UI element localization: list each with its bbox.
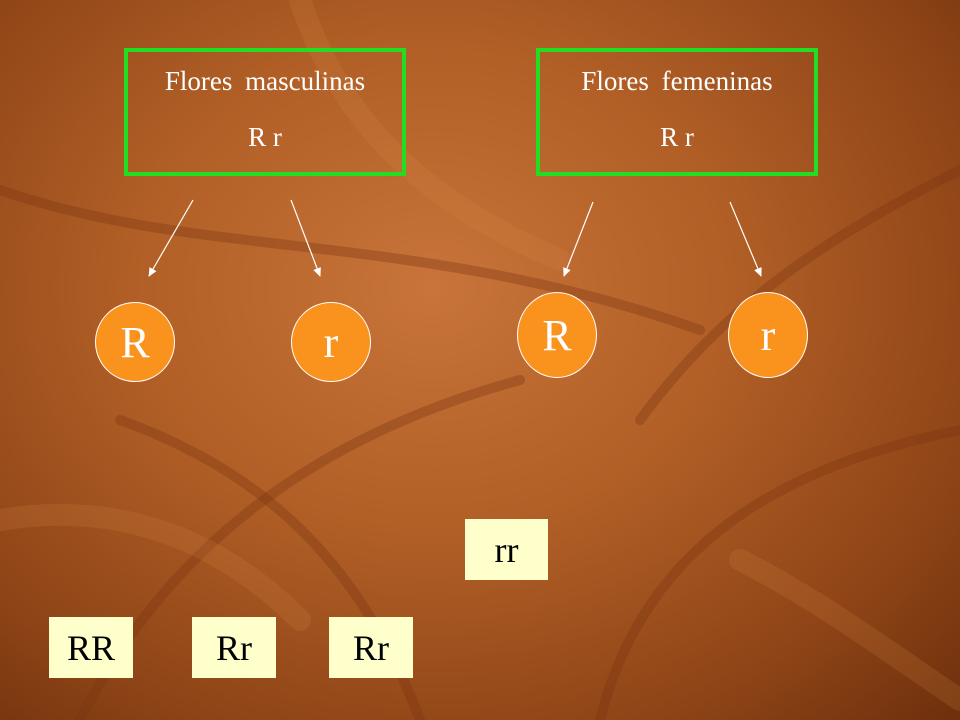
arrow-male-to-r xyxy=(290,199,321,277)
female-flowers-title: Flores femeninas xyxy=(581,66,773,96)
male-gamete-R: R xyxy=(95,302,175,382)
male-flowers-title: Flores masculinas xyxy=(164,66,366,96)
offspring-rr: rr xyxy=(465,519,548,580)
female-gamete-R: R xyxy=(517,292,597,378)
male-flowers-genotype: R r xyxy=(248,122,282,152)
arrow-female-to-r xyxy=(729,201,762,277)
offspring-Rr-1: Rr xyxy=(192,617,276,678)
offspring-Rr-2: Rr xyxy=(329,617,413,678)
male-flowers-box: Flores masculinas R r xyxy=(124,48,406,176)
offspring-RR: RR xyxy=(49,617,133,678)
female-flowers-genotype: R r xyxy=(660,122,694,152)
arrow-male-to-R xyxy=(148,199,194,277)
male-gamete-r: r xyxy=(291,302,371,382)
female-gamete-r: r xyxy=(728,292,808,378)
female-flowers-box: Flores femeninas R r xyxy=(536,48,818,176)
arrow-female-to-R xyxy=(563,201,594,277)
